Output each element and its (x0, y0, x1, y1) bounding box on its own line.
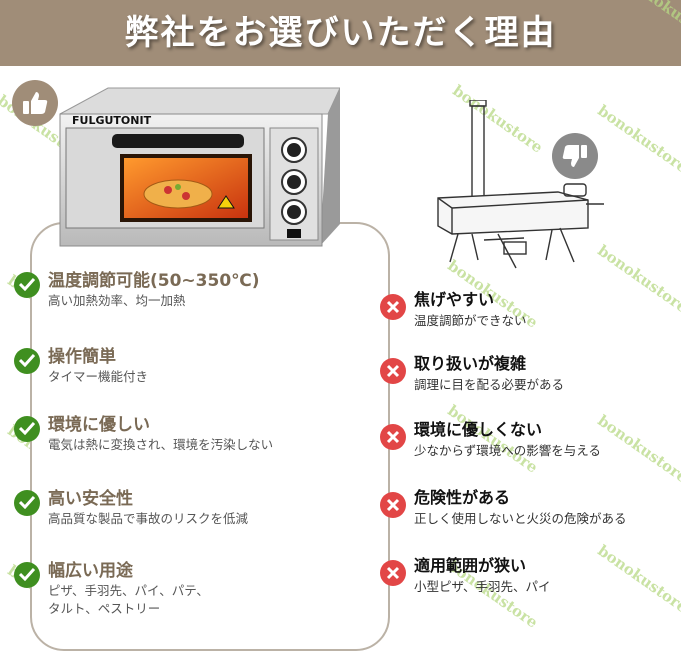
thumbs-down-icon (552, 133, 598, 179)
outdoor-pizza-oven-image (437, 100, 604, 269)
pro-desc: 電気は熱に変換され、環境を汚染しない (48, 437, 274, 452)
pro-title: 温度調節可能(50~350℃) (48, 271, 260, 291)
thumbs-up-icon (12, 80, 58, 126)
con-desc: 温度調節ができない (414, 313, 527, 328)
x-icon (380, 294, 406, 320)
x-icon (380, 358, 406, 384)
page-title: 弊社をお選びいただく理由 (124, 13, 557, 53)
check-icon (14, 272, 40, 298)
pro-desc: 高品質な製品で事故のリスクを低減 (48, 511, 249, 526)
check-icon (14, 562, 40, 588)
pro-desc: タルト、ペストリー (48, 601, 161, 616)
header-banner: 弊社をお選びいただく理由 (0, 0, 681, 66)
con-desc: 少なからず環境への影響を与える (414, 443, 601, 458)
con-title: 危険性がある (414, 488, 511, 507)
con-title: 環境に優しくない (414, 420, 543, 439)
check-icon (14, 416, 40, 442)
pizza-oven-image: FULGUTONIT (59, 87, 340, 247)
con-desc: 正しく使用しないと火災の危険がある (414, 511, 627, 526)
pro-title: 幅広い用途 (48, 561, 133, 581)
pro-title: 操作簡単 (48, 347, 116, 367)
con-desc: 小型ピザ、手羽先、パイ (414, 579, 551, 594)
con-desc: 調理に目を配る必要がある (414, 377, 565, 392)
check-icon (14, 348, 40, 374)
x-icon (380, 560, 406, 586)
con-title: 取り扱いが複雑 (414, 354, 527, 373)
pro-title: 高い安全性 (48, 489, 133, 509)
x-icon (380, 424, 406, 450)
watermark: bonokustore (594, 411, 681, 487)
pro-desc: 高い加熱効率、均一加熱 (48, 293, 186, 308)
brand-label: FULGUTONIT (72, 114, 152, 127)
x-icon (380, 492, 406, 518)
con-title: 適用範囲が狭い (414, 556, 527, 575)
con-title: 焦げやすい (414, 290, 495, 309)
watermark: bonokustore (594, 541, 681, 617)
pro-desc: タイマー機能付き (48, 369, 149, 384)
check-icon (14, 490, 40, 516)
pro-title: 環境に優しい (48, 415, 150, 435)
pro-desc: ピザ、手羽先、パイ、パテ、 (48, 583, 209, 598)
